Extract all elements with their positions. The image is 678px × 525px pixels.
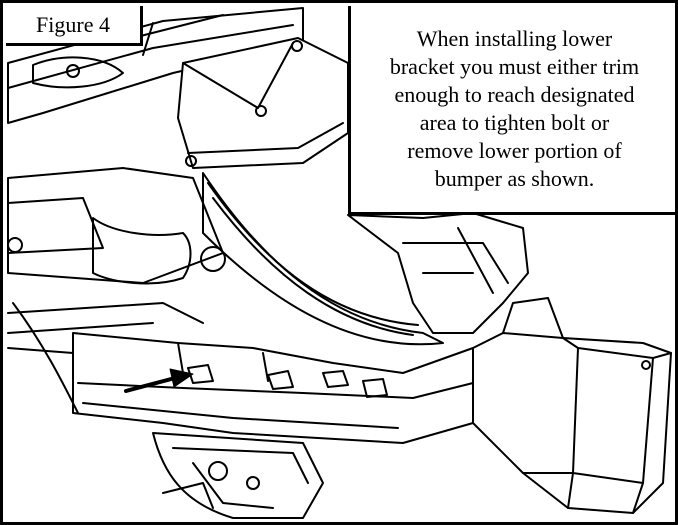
lower-bumper bbox=[7, 302, 529, 444]
lower-mechanism bbox=[152, 432, 324, 519]
bolt-tabs bbox=[187, 364, 388, 398]
bumper-left-face bbox=[7, 167, 226, 334]
callout-line: enough to reach designated bbox=[394, 82, 635, 107]
bumper-right-housing bbox=[347, 212, 529, 334]
main-bracket bbox=[177, 37, 444, 346]
figure-label: Figure 4 bbox=[6, 6, 143, 46]
callout-line: remove lower portion of bbox=[407, 138, 622, 163]
instruction-callout: When installing lower bracket you must e… bbox=[348, 6, 675, 215]
bumper-bracket-drawing bbox=[7, 7, 672, 519]
indicator-arrow bbox=[124, 368, 194, 393]
callout-line: When installing lower bbox=[416, 26, 613, 51]
callout-line: bracket you must either trim bbox=[389, 54, 640, 79]
upper-frame-member bbox=[7, 7, 304, 124]
callout-line: area to tighten bolt or bbox=[419, 110, 610, 135]
end-cap bbox=[472, 297, 672, 514]
callout-line: bumper as shown. bbox=[434, 166, 595, 191]
